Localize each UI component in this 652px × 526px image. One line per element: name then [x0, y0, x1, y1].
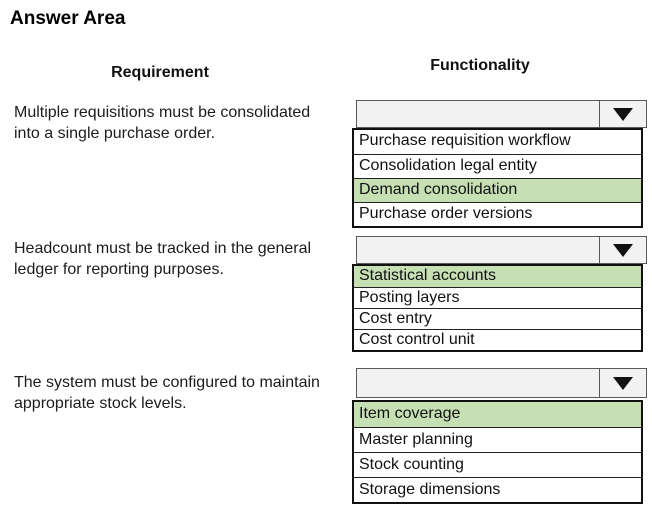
dropdown-selected-value — [357, 237, 599, 263]
dropdown-arrow-button[interactable] — [599, 369, 646, 397]
dropdown-option[interactable]: Master planning — [354, 427, 641, 452]
dropdown-options-list: Statistical accounts Posting layers Cost… — [352, 264, 643, 352]
functionality-dropdown[interactable] — [356, 236, 647, 264]
dropdown-selected-value — [357, 101, 599, 127]
dropdown-options-list: Item coverage Master planning Stock coun… — [352, 400, 643, 504]
chevron-down-icon — [613, 376, 633, 390]
chevron-down-icon — [613, 243, 633, 257]
dropdown-arrow-button[interactable] — [599, 101, 646, 127]
answer-area-title: Answer Area — [10, 8, 126, 29]
requirement-text: Headcount must be tracked in the general… — [14, 240, 312, 278]
dropdown-selected-value — [357, 369, 599, 397]
dropdown-option[interactable]: Storage dimensions — [354, 477, 641, 502]
dropdown-option[interactable]: Item coverage — [354, 402, 641, 427]
requirement-text: Multiple requisitions must be consolidat… — [14, 104, 311, 142]
functionality-dropdown[interactable] — [356, 100, 647, 128]
dropdown-option[interactable]: Purchase order versions — [354, 202, 641, 226]
chevron-down-icon — [613, 107, 633, 121]
column-header-functionality: Functionality — [430, 57, 530, 74]
functionality-dropdown[interactable] — [356, 368, 647, 398]
dropdown-option[interactable]: Demand consolidation — [354, 178, 641, 202]
requirement-text: The system must be configured to maintai… — [14, 374, 320, 412]
dropdown-option[interactable]: Statistical accounts — [354, 266, 641, 287]
column-header-requirement: Requirement — [111, 64, 209, 81]
dropdown-option[interactable]: Stock counting — [354, 452, 641, 477]
dropdown-option[interactable]: Purchase requisition workflow — [359, 132, 571, 149]
dropdown-option[interactable]: Cost control unit — [354, 329, 641, 350]
dropdown-option[interactable]: Cost entry — [354, 308, 641, 329]
dropdown-option[interactable]: Consolidation legal entity — [354, 154, 641, 178]
dropdown-options-list: Purchase requisition workflow Consolidat… — [352, 128, 643, 228]
dropdown-arrow-button[interactable] — [599, 237, 646, 263]
dropdown-option[interactable]: Posting layers — [354, 287, 641, 308]
